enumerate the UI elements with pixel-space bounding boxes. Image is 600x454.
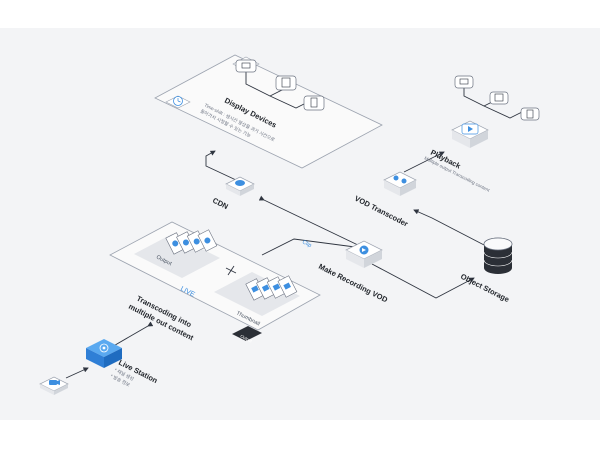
- cdn-node: [225, 176, 255, 196]
- connection-lines: [65, 70, 525, 379]
- station-to-transcoding-line: [109, 321, 154, 349]
- clip-line: [261, 238, 356, 256]
- display-devices-platform: [154, 54, 383, 169]
- broadcast-icon: [99, 343, 109, 353]
- video-camera-icon: [49, 380, 57, 385]
- storage-to-transcoder-line: [413, 209, 487, 247]
- playback-device-2: [489, 91, 509, 105]
- play-icon: [362, 248, 366, 252]
- output-badge-label: Output: [240, 333, 254, 344]
- playback-line-2: [483, 105, 525, 119]
- output-badge: Output: [232, 326, 262, 344]
- device-line-1: [245, 70, 287, 97]
- live-station-node: [86, 339, 122, 368]
- play-icon: [468, 126, 473, 132]
- camera-node: [39, 376, 69, 395]
- playback-node: [451, 120, 489, 148]
- vod-transcoder-node: [383, 171, 417, 196]
- camera-to-station-line: [65, 367, 89, 379]
- device-tablet: [275, 75, 297, 91]
- cloud-icon: [235, 180, 245, 186]
- clip-label: Clip: [301, 239, 312, 249]
- object-storage-node: [483, 237, 513, 274]
- recording-node: [345, 240, 383, 268]
- timeshift-clock-icon: [165, 95, 191, 109]
- thumbnail-stack: [245, 275, 298, 301]
- device-phone: [303, 95, 325, 111]
- device-monitor-1: [232, 56, 260, 73]
- output-stack: [165, 229, 218, 255]
- playback-device-1: [454, 75, 474, 89]
- playback-device-3: [520, 107, 540, 121]
- gear-icon: [393, 175, 399, 181]
- output-tile: [134, 234, 220, 278]
- transcoder-to-playback-line: [403, 151, 445, 173]
- recording-to-storage-line: [371, 263, 475, 299]
- cdn-to-devices-line: [205, 150, 237, 181]
- recording-to-cdn-line: [258, 195, 361, 247]
- plus-icon: [225, 265, 237, 276]
